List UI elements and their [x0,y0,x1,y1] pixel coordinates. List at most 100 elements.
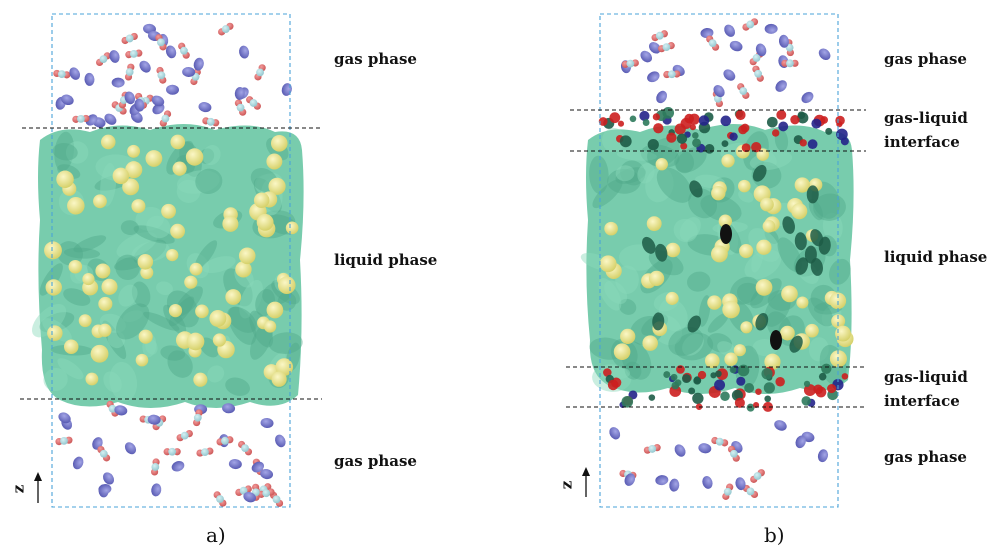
co2-molecule [176,429,193,442]
solute-sphere [112,167,130,185]
dissolved-molecule [810,258,823,276]
interface-atom [720,391,730,401]
interface-molecules [598,107,849,412]
interface-atom [692,392,704,405]
gas-molecule [647,71,660,83]
interface-atom [692,132,699,139]
solute-sphere [67,197,85,215]
solute-sphere [253,192,270,209]
solute-sphere [93,194,107,209]
solute-sphere [781,285,798,303]
interface-atom [663,371,671,379]
co2-molecule [658,42,675,53]
interface-atom [841,373,849,380]
solute-sphere [122,178,140,196]
interface-atom [617,120,625,127]
solute-sphere [125,161,143,179]
interface-atom [734,397,745,408]
solute-sphere [620,328,636,344]
solute-sphere [266,301,284,319]
interface-atom [772,129,780,137]
gas-molecule [98,484,112,495]
solute-sphere [212,333,227,347]
solute-sphere [101,278,118,295]
solute-sphere [270,134,288,152]
interface-atom [799,139,807,147]
interface-atom [811,118,822,129]
co2-molecule [254,64,266,81]
co2-molecule [742,18,759,31]
interface-atom [692,138,701,148]
gas-molecule [260,468,274,480]
solute-sphere [733,344,746,357]
dissolved-molecule [806,185,819,204]
interface-atom [648,394,656,401]
solute-sphere [145,150,163,167]
gas-molecule [198,102,212,113]
solute-sphere [238,247,256,265]
co2-molecule [155,34,167,51]
solute-sphere [47,325,63,341]
solute-sphere [256,213,274,231]
gas-molecule [69,67,81,80]
solute-sphere [63,339,79,354]
gas-molecule [139,60,151,73]
solute-sphere [599,255,617,273]
solute-sphere [209,310,227,327]
co2-molecule [193,409,203,427]
co2-molecule [737,83,750,99]
solute-sphere [805,323,819,338]
solute-sphere [648,270,665,287]
solute-spheres [44,134,299,387]
label-b-interface-bottom-1: gas-liquid [884,368,968,386]
gas-molecule [124,442,137,455]
interface-atom [821,363,832,374]
solute-sphere [195,304,209,319]
solute-sphere [85,372,99,386]
gas-molecule [251,461,265,473]
interface-atom [680,142,688,150]
solute-sphere [762,219,776,233]
solute-sphere [829,292,847,310]
solute-sphere [760,197,774,212]
solute-sphere [166,248,179,262]
z-axis-label-a: z [9,484,28,494]
interface-atom [721,140,729,148]
gas-molecule [735,477,746,491]
dissolved-molecule [752,164,767,182]
co2-molecule [96,52,111,67]
solute-sphere [718,214,732,228]
label-a-gas-bottom: gas phase [334,452,417,470]
label-b-interface-top-1: gas-liquid [884,109,968,127]
co2-molecule [55,436,73,446]
gas-molecule [775,80,787,92]
solute-sphere [268,177,286,195]
gas-molecule [817,449,829,463]
interface-atom [670,373,678,381]
interface-atom [827,383,837,394]
co2-molecule [752,65,764,82]
gas-molecule [609,427,621,440]
gas-molecule [134,98,145,112]
solute-sphere [707,295,722,310]
interface-atom [797,111,806,120]
interface-atom [737,364,750,377]
co2-molecule [121,32,138,45]
solute-sphere [90,344,109,363]
solute-sphere [740,321,753,334]
interface-atom [744,383,755,394]
gas-molecule [234,87,245,100]
gas-molecule [114,405,128,416]
label-a-gas-top: gas phase [334,50,417,68]
solute-sphere [266,153,283,170]
solute-sphere [172,161,187,176]
interface-atom [836,128,848,141]
solute-sphere [170,223,186,239]
gas-molecule [648,42,661,54]
gas-molecule [222,403,236,414]
solute-sphere [78,314,92,328]
interface-atom [818,372,827,381]
solute-sphere [791,203,808,220]
solute-sphere [835,325,851,342]
gas-molecule [640,50,653,63]
